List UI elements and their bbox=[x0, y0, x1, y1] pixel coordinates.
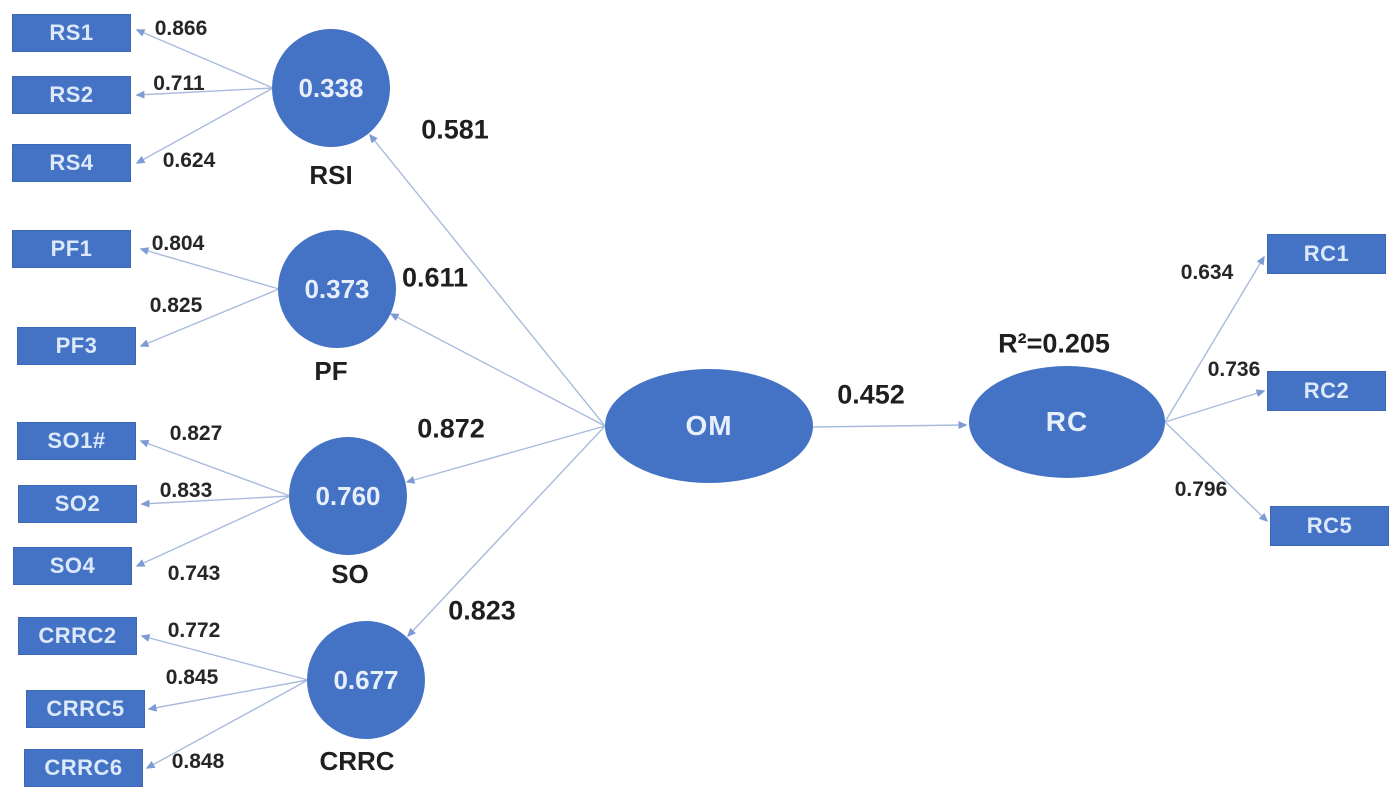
loading-so1: 0.827 bbox=[169, 422, 223, 445]
construct-so-circle: 0.760 bbox=[289, 437, 407, 555]
construct-om-ellipse: OM bbox=[605, 369, 813, 483]
construct-so-value: 0.760 bbox=[315, 480, 381, 511]
construct-rsi-circle: 0.338 bbox=[272, 29, 390, 147]
loading-rs2: 0.711 bbox=[153, 72, 205, 95]
construct-rsi-value: 0.338 bbox=[298, 72, 364, 103]
loading-crrc6: 0.848 bbox=[171, 750, 225, 773]
construct-crrc-label: CRRC bbox=[319, 746, 395, 776]
construct-pf-label: PF bbox=[314, 356, 348, 386]
loading-rc1: 0.634 bbox=[1180, 261, 1234, 284]
edge-rsi-rs2 bbox=[135, 87, 274, 99]
indicator-crrc5: CRRC5 bbox=[26, 690, 145, 728]
edge-rc-rc2 bbox=[1164, 389, 1266, 423]
construct-pf-value: 0.373 bbox=[304, 273, 370, 304]
construct-pf-circle: 0.373 bbox=[278, 230, 396, 348]
indicator-rs1: RS1 bbox=[12, 14, 131, 52]
loading-pf1: 0.804 bbox=[151, 232, 205, 255]
edge-rc-rc5 bbox=[1164, 421, 1269, 523]
edge-so-so2 bbox=[140, 495, 291, 508]
edge-om-rsi bbox=[369, 133, 606, 427]
path-coef-rsi-om: 0.581 bbox=[421, 114, 489, 145]
indicator-rc2: RC2 bbox=[1267, 371, 1386, 411]
indicator-crrc6: CRRC6 bbox=[24, 749, 143, 787]
path-coef-so-om: 0.872 bbox=[417, 413, 485, 444]
edge-rsi-rs4 bbox=[135, 87, 274, 164]
loading-crrc5: 0.845 bbox=[165, 666, 219, 689]
construct-rc-ellipse: RC bbox=[969, 366, 1165, 478]
edge-pf-pf1 bbox=[139, 247, 280, 290]
edge-so-so4 bbox=[135, 495, 291, 567]
loading-crrc2: 0.772 bbox=[167, 619, 221, 642]
indicator-crrc2: CRRC2 bbox=[18, 617, 137, 655]
construct-om-label: OM bbox=[685, 410, 733, 441]
edge-crrc-crrc5 bbox=[147, 679, 309, 712]
indicator-rc1: RC1 bbox=[1267, 234, 1386, 274]
loading-so2: 0.833 bbox=[159, 479, 213, 502]
r2-label: R²=0.205 bbox=[998, 328, 1110, 359]
path-coef-pf-om: 0.611 bbox=[401, 262, 469, 293]
edge-so-so1 bbox=[139, 439, 291, 497]
edge-pf-pf3 bbox=[139, 288, 280, 347]
indicator-pf1: PF1 bbox=[12, 230, 131, 268]
edge-om-crrc bbox=[406, 425, 606, 638]
path-coef-crrc-om: 0.823 bbox=[448, 595, 516, 626]
edge-crrc-crrc2 bbox=[140, 634, 309, 681]
indicator-so2: SO2 bbox=[18, 485, 137, 523]
indicator-so1: SO1# bbox=[17, 422, 136, 460]
construct-rc-label: RC bbox=[1045, 406, 1089, 437]
edge-om-so bbox=[405, 425, 606, 484]
loading-rc5: 0.796 bbox=[1174, 478, 1228, 501]
edge-om-pf bbox=[389, 313, 606, 427]
indicator-so4: SO4 bbox=[13, 547, 132, 585]
loading-pf3: 0.825 bbox=[149, 294, 203, 317]
edge-crrc-crrc6 bbox=[145, 679, 309, 769]
construct-rsi-label: RSI bbox=[309, 160, 353, 190]
loading-rs1: 0.866 bbox=[154, 17, 208, 40]
indicator-rc5: RC5 bbox=[1270, 506, 1389, 546]
construct-crrc-circle: 0.677 bbox=[307, 621, 425, 739]
loading-rs4: 0.624 bbox=[162, 149, 216, 172]
indicator-rs2: RS2 bbox=[12, 76, 131, 114]
loading-so4: 0.743 bbox=[167, 562, 221, 585]
edge-rc-rc1 bbox=[1164, 255, 1265, 423]
construct-crrc-value: 0.677 bbox=[333, 664, 399, 695]
loading-rc2: 0.736 bbox=[1207, 358, 1261, 381]
indicator-rs4: RS4 bbox=[12, 144, 131, 182]
indicator-pf3: PF3 bbox=[17, 327, 136, 365]
edge-rsi-rs1 bbox=[135, 29, 274, 89]
construct-so-label: SO bbox=[331, 559, 369, 589]
edge-om-rc bbox=[812, 421, 968, 430]
path-coef-om-rc: 0.452 bbox=[837, 379, 905, 410]
